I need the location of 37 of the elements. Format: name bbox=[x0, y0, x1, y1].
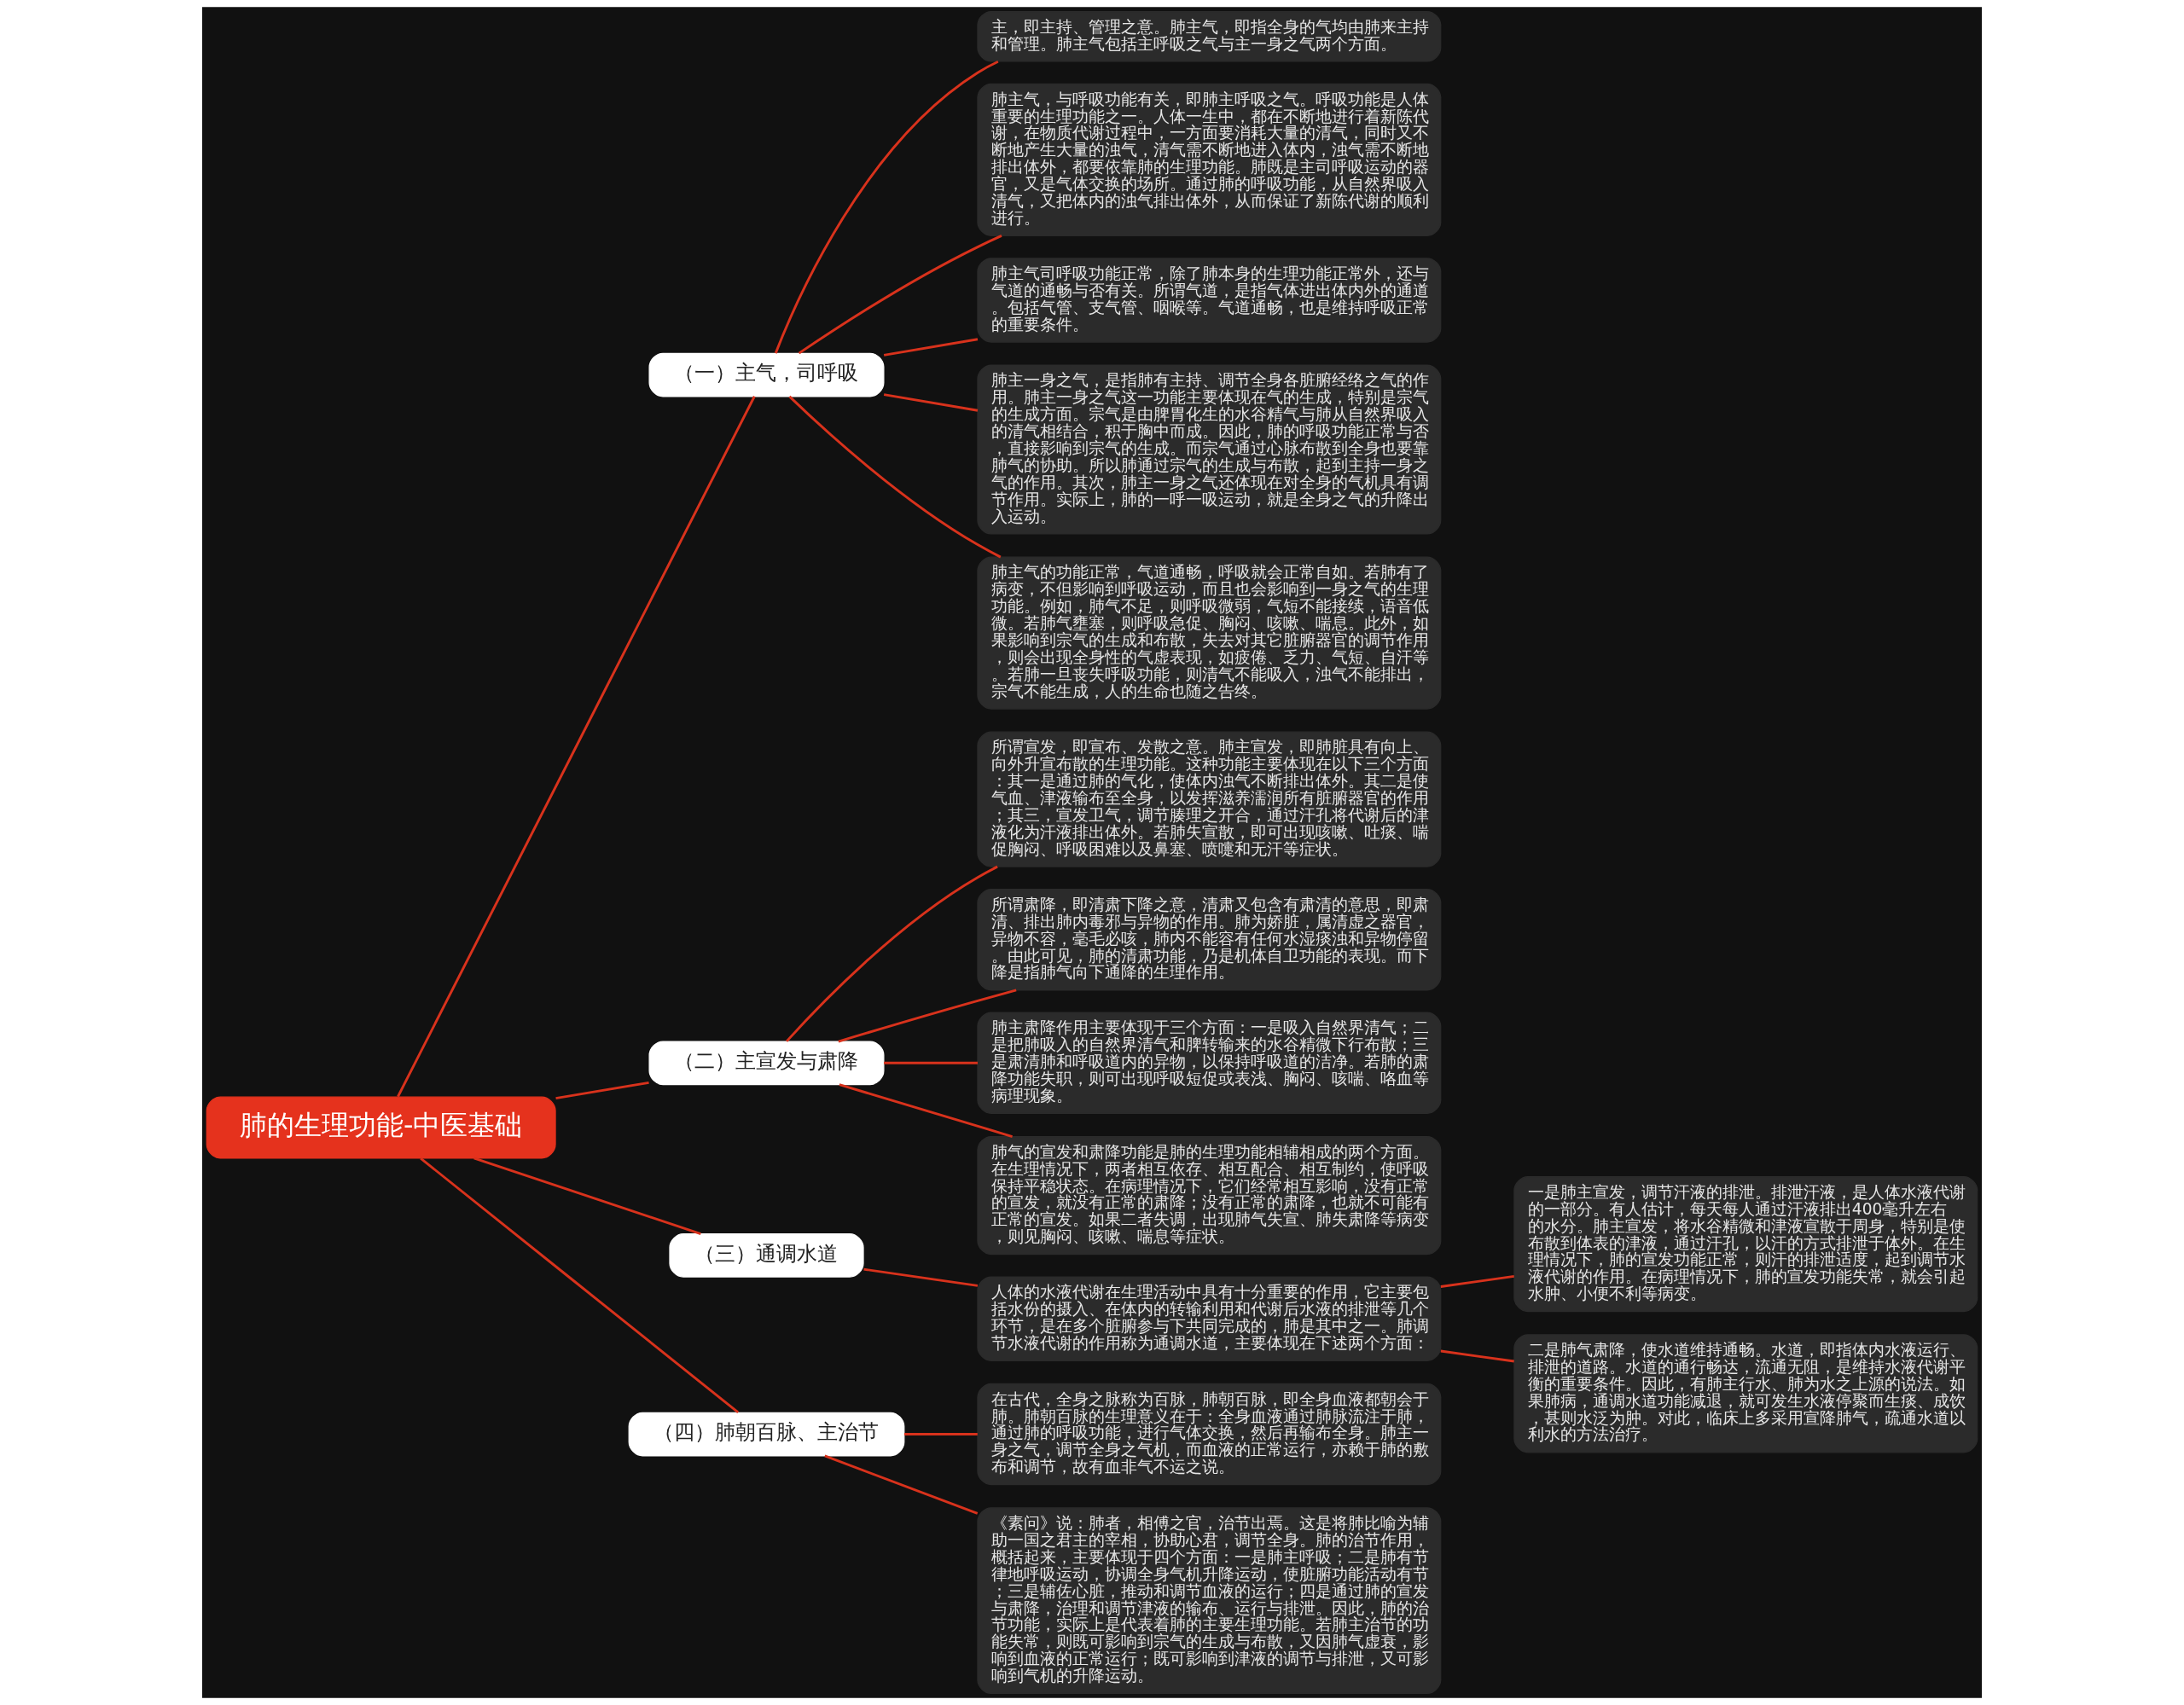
connector bbox=[397, 396, 756, 1098]
connector bbox=[774, 60, 999, 354]
connector bbox=[884, 1061, 978, 1064]
node-box: 二是肺气肃降，使水道维持通畅。水道，即指体内水液运行、排泄的道路。水道的通行畅达，流通无阻，是维持水液代谢平衡的重要条件。因此，有肺主行水、肺为水之上源的说法。如果肺病，通调水道功能减退，就可发生水液停聚而生痰、成饮，甚则水泛为肿。对此，临床上多采用宣降肺气，疏通水道以利水的方法治疗。 bbox=[1513, 1334, 1978, 1453]
node-box: 人体的水液代谢在生理活动中具有十分重要的作用，它主要包括水份的摄入、在体内的转输利用和代谢后水液的排泄等几个环节，是在多个脏腑参与下共同完成的，肺是其中之一。肺调节水液代谢的作用称为通调水道，主要体现在下述两个方面： bbox=[977, 1276, 1442, 1361]
node-box: 肺气的宣发和肃降功能是肺的生理功能相辅相成的两个方面。在生理情况下，两者相互依存、相互配合、相互制约，使呼吸保持平稳状态。在病理情况下，它们经常相互影响，没有正常的宣发，就没有正常的肃降；没有正常的肃降，也就不可能有正常的宣发。如果二者失调，出现肺气失宣、肺失肃降等病变，则见胸闷、咳嗽、喘息等症状。 bbox=[977, 1135, 1442, 1256]
node-box: 所谓宣发，即宣布、发散之意。肺主宣发，即肺脏具有向上、向外升宣布散的生理功能。这种功能主要体现在以下三个方面：其一是通过肺的气化，使体内浊气不断排出体外。其二是使气血、津液输布至全身，以发挥滋养濡润所有脏腑器官的作用；其三，宣发卫气，调节腠理之开合，通过汗孔将代谢后的津液化为汗液排出体外。若肺失宣散，即可出现咳嗽、吐痰、喘促胸闷、呼吸困难以及鼻塞、喷嚏和无汗等症状。 bbox=[977, 731, 1442, 867]
node-box: （二）主宣发与肃降 bbox=[648, 1041, 885, 1086]
connector bbox=[839, 1083, 1013, 1138]
node-box: 一是肺主宣发，调节汗液的排泄。排泄汗液，是人体水液代谢的一部分。有人估计，每天每人通过汗液排出400毫升左右的水分。肺主宣发，将水谷精微和津液宣散于周身，特别是使布散到体表的津液，通过汗孔，以汗的方式排泄于体外。在生理情况下，肺的宣发功能正常，则汗的排泄适度，起到调节水液代谢的作用。在病理情况下，肺的宣发功能失常，就会引起水肿、小便不利等病变。 bbox=[1513, 1176, 1978, 1313]
node-box: 肺主肃降作用主要体现于三个方面：一是吸入自然界清气；二是把肺吸入的自然界清气和脾转输来的水谷精微下行布散；三是肃清肺和呼吸道内的异物，以保持呼吸道的洁净。若肺的肃降功能失职，则可出现呼吸短促或表浅、胸闷、咳喘、咯血等病理现象。 bbox=[977, 1012, 1442, 1115]
node-box: 主，即主持、管理之意。肺主气，即指全身的气均由肺来主持和管理。肺主气包括主呼吸之气与主一身之气两个方面。 bbox=[977, 10, 1442, 62]
connector bbox=[786, 865, 998, 1042]
node-box: 所谓肃降，即清肃下降之意，清肃又包含有肃清的意思，即肃清、排出肺内毒邪与异物的作用。肺为娇脏，属清虚之器官，异物不容，毫毛必咳，肺内不能容有任何水湿痰浊和异物停留。由此可见，肺的清肃功能，乃是机体自卫功能的表现。而下降是指肺气向下通降的生理作用。 bbox=[977, 888, 1442, 991]
node-box: 在古代，全身之脉称为百脉，肺朝百脉，即全身血液都朝会于肺。肺朝百脉的生理意义在于：全身血液通过肺脉流注于肺，通过肺的呼吸功能，进行气体交换，然后再输布全身。肺主一身之气，调节全身之气机，而血液的正常运行，亦赖于肺的敷布和调节，故有血非气不运之说。 bbox=[977, 1383, 1442, 1486]
node-box: （三）通调水道 bbox=[669, 1233, 864, 1278]
connector bbox=[838, 989, 1017, 1043]
connector bbox=[788, 395, 1002, 559]
connector bbox=[555, 1081, 649, 1100]
node-box: 肺的生理功能-中医基础 bbox=[206, 1096, 556, 1159]
connector bbox=[824, 1454, 979, 1515]
node-box: 肺主一身之气，是指肺有主持、调节全身各脏腑经络之气的作用。肺主一身之气这一功能主要体现在气的生成，特别是宗气的生成方面。宗气是由脾胃化生的水谷精气与肺从自然界吸入的清气相结合，积于胸中而成。因此，肺的呼吸功能正常与否，直接影响到宗气的生成。而宗气通过心脉布散到全身也要靠肺气的协助。所以肺通过宗气的生成与布散，起到主持一身之气的作用。其次，肺主一身之气还体现在对全身的气机具有调节作用。实际上，肺的一呼一吸运动，就是全身之气的升降出入运动。 bbox=[977, 364, 1442, 535]
connector bbox=[420, 1157, 740, 1414]
node-box: （一）主气，司呼吸 bbox=[648, 352, 885, 397]
connector bbox=[798, 235, 1002, 355]
connector bbox=[903, 1433, 978, 1435]
connector bbox=[473, 1157, 701, 1235]
connector bbox=[883, 393, 979, 412]
node-box: 《素问》说：肺者，相傅之官，治节出焉。这是将肺比喻为辅助一国之君主的宰相，协助心君，调节全身。肺的治节作用，概括起来，主要体现于四个方面：一是肺主呼吸；二是肺有节律地呼吸运动，协调全身气机升降运动，使脏腑功能活动有节；三是辅佐心脏，推动和调节血液的运行；四是通过肺的宣发与肃降，治理和调节津液的输布、运行与排泄。因此，肺的治节功能，实际上是代表着肺的主要生理功能。若肺主治节的功能失常，则既可影响到宗气的生成与布散，又因肺气虚衰，影响到血液的正常运行；既可影响到津液的调节与排泄，又可影响到气机的升降运动。 bbox=[977, 1507, 1442, 1695]
connector bbox=[883, 338, 979, 357]
node-box: （四）肺朝百脉、主治节 bbox=[628, 1412, 905, 1457]
connector bbox=[1440, 1349, 1514, 1363]
connector bbox=[863, 1267, 979, 1287]
node-box: 肺主气司呼吸功能正常，除了肺本身的生理功能正常外，还与气道的通畅与否有关。所谓气道，是指气体进出体内外的通道。包括气管、支气管、咽喉等。气道通畅，也是维持呼吸正常的重要条件。 bbox=[977, 258, 1442, 343]
node-box: 肺主气，与呼吸功能有关，即肺主呼吸之气。呼吸功能是人体重要的生理功能之一。人体一生中，都在不断地进行着新陈代谢，在物质代谢过程中，一方面要消耗大量的清气，同时又不断地产生大量的浊气，清气需不断地进入体内，浊气需不断地排出体外，都要依靠肺的生理功能。肺既是主司呼吸运动的器官，又是气体交换的场所。通过肺的呼吸功能，从自然界吸入清气，又把体内的浊气排出体外，从而保证了新陈代谢的顺利进行。 bbox=[977, 83, 1442, 236]
connector bbox=[1440, 1274, 1514, 1288]
node-box: 肺主气的功能正常，气道通畅，呼吸就会正常自如。若肺有了病变，不但影响到呼吸运动，而且也会影响到一身之气的生理功能。例如，肺气不足，则呼吸微弱，气短不能接续，语音低微。若肺气壅塞，则呼吸急促、胸闷、咳嗽、喘息。此外，如果影响到宗气的生成和布散，失去对其它脏腑器官的调节作用，则会出现全身性的气虚表现，如疲倦、乏力、气短、自汗等。若肺一旦丧失呼吸功能，则清气不能吸入，浊气不能排出，宗气不能生成，人的生命也随之告终。 bbox=[977, 556, 1442, 710]
